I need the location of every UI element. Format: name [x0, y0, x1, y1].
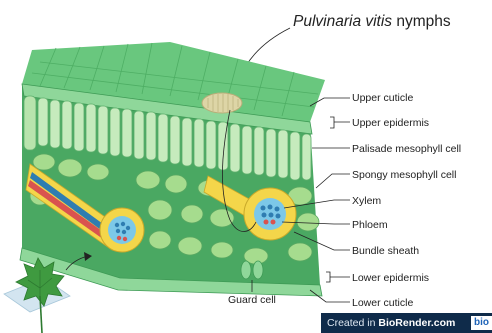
- credit-text: Created in BioRender.com: [321, 317, 455, 329]
- label-lower-epidermis: Lower epidermis: [352, 272, 429, 284]
- leaf-block: [20, 42, 325, 296]
- label-xylem: Xylem: [352, 195, 381, 207]
- leader-spongy: [316, 174, 350, 188]
- left-vein-section: [100, 208, 144, 252]
- credit-brand: BioRender.com: [378, 317, 455, 329]
- label-phloem: Phloem: [352, 219, 388, 231]
- label-spongy: Spongy mesophyll cell: [352, 169, 456, 181]
- title-species: Pulvinaria vitis: [293, 13, 392, 30]
- left-side-cells: [24, 96, 36, 150]
- label-upper-cuticle: Upper cuticle: [352, 92, 413, 104]
- label-bundle-sheath: Bundle sheath: [352, 245, 419, 257]
- label-guard-cell: Guard cell: [228, 294, 276, 306]
- label-palisade: Palisade mesophyll cell: [352, 143, 461, 155]
- label-upper-epidermis: Upper epidermis: [352, 117, 429, 129]
- biorender-credit[interactable]: Created in BioRender.com bio: [321, 313, 492, 333]
- label-lower-cuticle: Lower cuticle: [352, 297, 413, 309]
- leader-upper-epidermis: [330, 117, 350, 128]
- title-label: Pulvinaria vitis nymphs: [293, 13, 451, 30]
- leader-lower-epidermis: [326, 272, 350, 282]
- pulvinaria-nymph: [202, 93, 242, 113]
- biorender-badge: bio: [471, 316, 492, 330]
- credit-prefix: Created in: [327, 317, 378, 329]
- right-vein-section: [244, 188, 296, 240]
- title-suffix: nymphs: [392, 13, 451, 30]
